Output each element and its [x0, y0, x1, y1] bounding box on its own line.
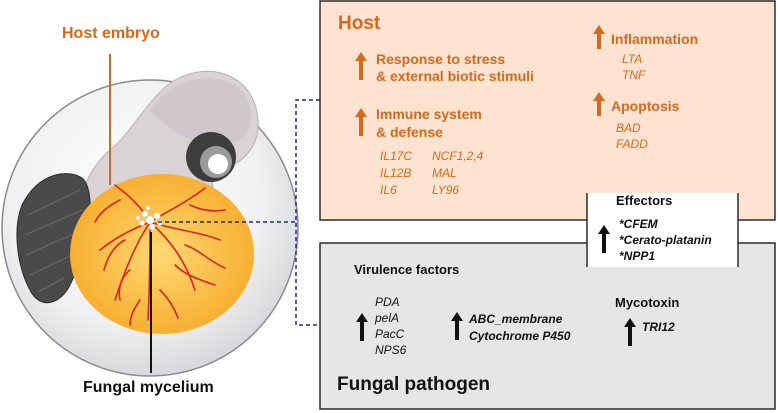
up-arrow-icon: [355, 52, 367, 80]
gene: PacC: [375, 327, 405, 341]
embryo-head-shade: [150, 78, 252, 146]
fungal-mycelium-label: Fungal mycelium: [83, 379, 214, 396]
gene: Cytochrome P450: [469, 329, 571, 343]
connector-lines: [158, 99, 320, 326]
up-arrow-icon: [356, 313, 368, 341]
virulence-title: Virulence factors: [354, 262, 460, 277]
blood-vessels: [94, 184, 226, 326]
effector-item: *NPP1: [619, 249, 656, 263]
gene: LTA: [622, 52, 643, 66]
effector-item: *CFEM: [619, 217, 658, 231]
up-arrow-icon: [624, 318, 636, 346]
group-stress-label: Response to stress & external biotic sti…: [376, 51, 534, 84]
effectors-list: *CFEM *Cerato-platanin *NPP1: [619, 216, 712, 264]
host-embryo-label: Host embryo: [62, 25, 160, 42]
up-arrow-icon: [593, 92, 605, 116]
immune-genes-col1: IL17C IL12B IL6: [380, 148, 412, 199]
host-title: Host: [338, 13, 381, 34]
effectors-title: Effectors: [616, 193, 673, 208]
effector-item: *Cerato-platanin: [619, 233, 712, 247]
up-arrow-icon: [451, 312, 463, 340]
virulence-genes-col2: ABC_membrane Cytochrome P450: [469, 311, 570, 345]
embryo-wing: [16, 173, 91, 304]
gene: IL17C: [380, 149, 413, 163]
yolk: [70, 174, 254, 334]
apoptosis-genes: BAD FADD: [616, 120, 648, 152]
gene: IL6: [380, 183, 397, 197]
virulence-genes-col1: PDA pelA PacC NPS6: [375, 294, 406, 358]
gene: TNF: [622, 68, 646, 82]
gene: BAD: [616, 121, 641, 135]
pathogen-box: [319, 242, 776, 410]
embryo-eye-pupil: [208, 154, 228, 174]
gene: pelA: [375, 311, 400, 325]
host-box: [319, 0, 776, 221]
mycelium-cluster: [135, 205, 163, 231]
up-arrow-icon: [593, 25, 605, 49]
up-arrow-icon: [598, 225, 610, 253]
gene: ABC_membrane: [469, 312, 563, 326]
inflammation-genes: LTA TNF: [622, 51, 645, 83]
pathogen-title: Fungal pathogen: [337, 374, 491, 395]
up-arrow-icon: [355, 108, 367, 136]
immune-genes-col2: NCF1,2,4 MAL LY96: [432, 148, 483, 199]
gene: NCF1,2,4: [432, 149, 484, 163]
gene: IL12B: [380, 166, 412, 180]
gene: LY96: [432, 183, 459, 197]
gene: MAL: [432, 166, 457, 180]
gene: PDA: [375, 295, 400, 309]
group-inflammation-label: Inflammation: [611, 31, 699, 47]
mycotoxin-title: Mycotoxin: [615, 295, 680, 310]
effectors-area: [587, 193, 738, 267]
group-immune-label: Immune system & defense: [376, 106, 482, 140]
group-apoptosis-label: Apoptosis: [611, 98, 680, 114]
gene: FADD: [616, 137, 648, 151]
gene: NPS6: [375, 343, 407, 357]
mycotoxin-gene: TRI12: [642, 320, 675, 334]
